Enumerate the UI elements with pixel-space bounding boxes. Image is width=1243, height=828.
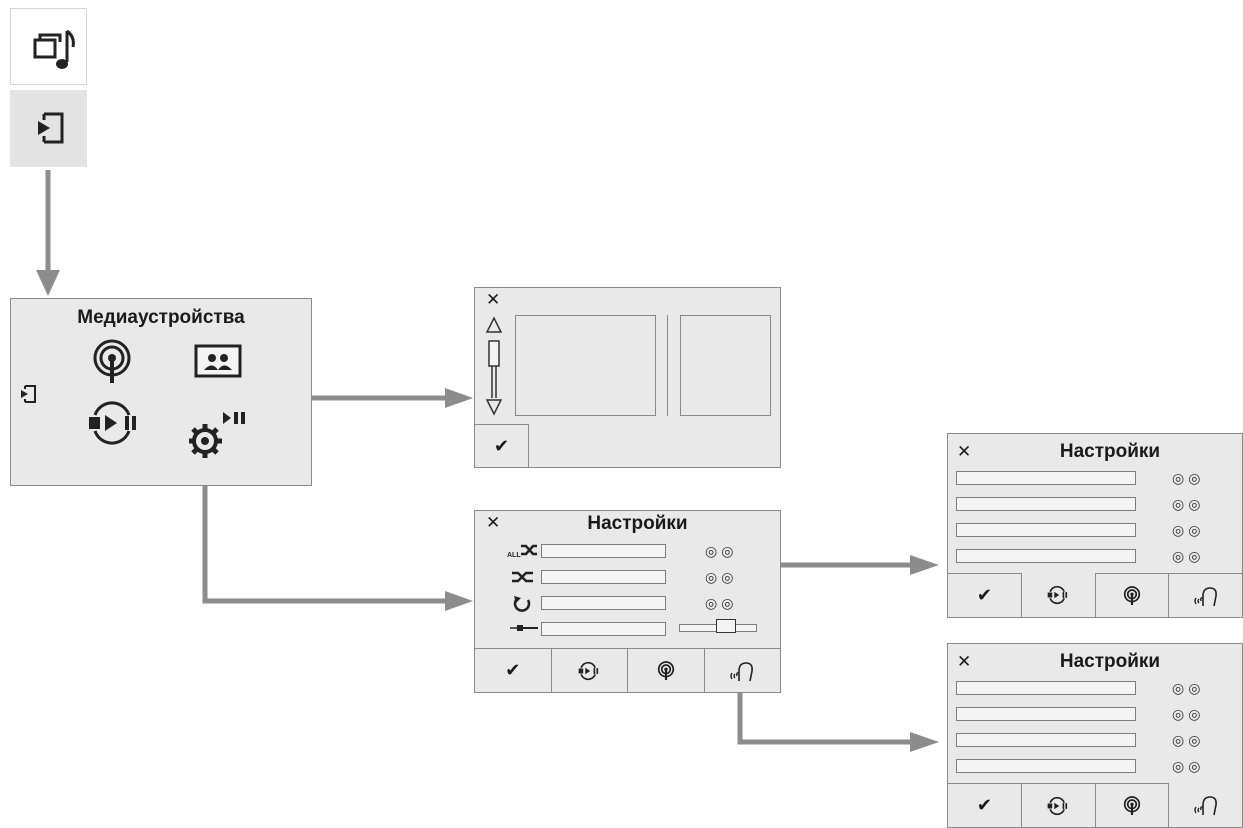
tab-voice[interactable] — [1169, 573, 1242, 617]
divider — [667, 315, 668, 416]
browse-panel: ✕ ✔ — [474, 287, 781, 468]
tab-streaming[interactable] — [628, 648, 705, 692]
tab-playback[interactable] — [1021, 573, 1096, 617]
close-icon[interactable]: ✕ — [957, 442, 972, 461]
tab-playback[interactable] — [1021, 783, 1096, 827]
aux-jack-icon — [510, 625, 538, 631]
media-devices-panel: Медиаустройства — [10, 298, 312, 486]
option-radio-pair[interactable]: ◎◎ — [1172, 680, 1205, 696]
scrollbar[interactable] — [484, 314, 504, 418]
repeat-slider[interactable] — [541, 596, 666, 610]
settings-panel-top: ✕ Настройки ◎◎ ◎◎ ◎◎ ◎◎ ✔ — [947, 433, 1243, 618]
confirm-button[interactable]: ✔ — [475, 648, 552, 692]
option-radio-pair[interactable]: ◎◎ — [1172, 732, 1205, 748]
confirm-button[interactable]: ✔ — [948, 783, 1022, 827]
option-radio-pair[interactable]: ◎◎ — [1172, 758, 1205, 774]
setting-slider[interactable] — [956, 707, 1136, 721]
tab-voice[interactable] — [704, 648, 780, 692]
shuffle-all-icon: ALL — [507, 544, 537, 558]
media-source-tile[interactable] — [10, 8, 87, 85]
settings-title: Настройки — [1059, 441, 1161, 462]
shuffle-icon — [512, 571, 533, 583]
balance-slider-thumb[interactable] — [716, 619, 736, 633]
aux-slider[interactable] — [541, 622, 666, 636]
playback-controls-icon — [578, 661, 599, 680]
source-enter-icon — [38, 112, 64, 144]
setting-slider[interactable] — [956, 471, 1136, 485]
setting-slider[interactable] — [956, 523, 1136, 537]
close-icon[interactable]: ✕ — [486, 513, 501, 532]
source-enter-icon[interactable] — [17, 383, 39, 405]
option-radio-pair[interactable]: ◎◎ — [1172, 706, 1205, 722]
option-radio-pair[interactable]: ◎◎ — [705, 569, 738, 585]
streaming-signal-icon — [1123, 585, 1141, 605]
shuffle-all-slider[interactable] — [541, 544, 666, 558]
settings-tab-bar: ✔ — [475, 648, 780, 692]
settings-tab-bar: ✔ — [948, 783, 1242, 827]
photo-album-icon[interactable] — [194, 344, 242, 378]
option-radio-pair[interactable]: ◎◎ — [1172, 470, 1205, 486]
browse-list-area[interactable] — [515, 315, 656, 416]
source-enter-tile[interactable] — [10, 90, 87, 167]
check-icon: ✔ — [976, 795, 992, 815]
setting-slider[interactable] — [956, 681, 1136, 695]
streaming-signal-icon[interactable] — [91, 339, 133, 385]
media-source-music-icon — [33, 29, 75, 69]
setting-slider[interactable] — [956, 497, 1136, 511]
playback-controls-icon — [1047, 585, 1068, 605]
setting-slider[interactable] — [956, 733, 1136, 747]
tab-streaming[interactable] — [1095, 783, 1170, 827]
voice-touch-icon — [1193, 586, 1217, 606]
confirm-button[interactable]: ✔ — [948, 573, 1022, 617]
tab-streaming[interactable] — [1095, 573, 1170, 617]
option-radio-pair[interactable]: ◎◎ — [1172, 496, 1205, 512]
streaming-signal-icon — [657, 660, 674, 680]
setting-slider[interactable] — [956, 759, 1136, 773]
settings-panel-bottom: ✕ Настройки ◎◎ ◎◎ ◎◎ ◎◎ ✔ — [947, 643, 1243, 828]
settings-title: Настройки — [1059, 651, 1161, 672]
confirm-button[interactable]: ✔ — [475, 424, 529, 468]
settings-gear-play-icon[interactable] — [189, 409, 249, 459]
check-icon: ✔ — [493, 436, 510, 456]
settings-tab-bar: ✔ — [948, 573, 1242, 617]
option-radio-pair[interactable]: ◎◎ — [1172, 522, 1205, 538]
shuffle-slider[interactable] — [541, 570, 666, 584]
page-title: Медиаустройства — [77, 307, 245, 328]
close-icon[interactable]: ✕ — [486, 290, 501, 309]
check-icon: ✔ — [505, 660, 521, 680]
browse-preview-area[interactable] — [680, 315, 771, 416]
setting-slider[interactable] — [956, 549, 1136, 563]
tab-playback[interactable] — [551, 648, 628, 692]
playback-controls-icon[interactable] — [85, 399, 143, 447]
voice-touch-icon — [730, 661, 754, 681]
close-icon[interactable]: ✕ — [957, 652, 972, 671]
voice-touch-icon — [1193, 796, 1217, 816]
option-radio-pair[interactable]: ◎◎ — [705, 595, 738, 611]
tab-voice[interactable] — [1169, 783, 1242, 827]
option-radio-pair[interactable]: ◎◎ — [705, 543, 738, 559]
playback-controls-icon — [1047, 796, 1068, 815]
option-radio-pair[interactable]: ◎◎ — [1172, 548, 1205, 564]
streaming-signal-icon — [1123, 795, 1141, 815]
settings-panel-main: ✕ Настройки ALL ◎◎ ◎◎ ◎◎ ✔ — [474, 510, 781, 693]
settings-title: Настройки — [587, 513, 688, 534]
check-icon: ✔ — [976, 585, 992, 605]
repeat-icon — [513, 596, 531, 612]
svg-text:ALL: ALL — [507, 552, 521, 558]
